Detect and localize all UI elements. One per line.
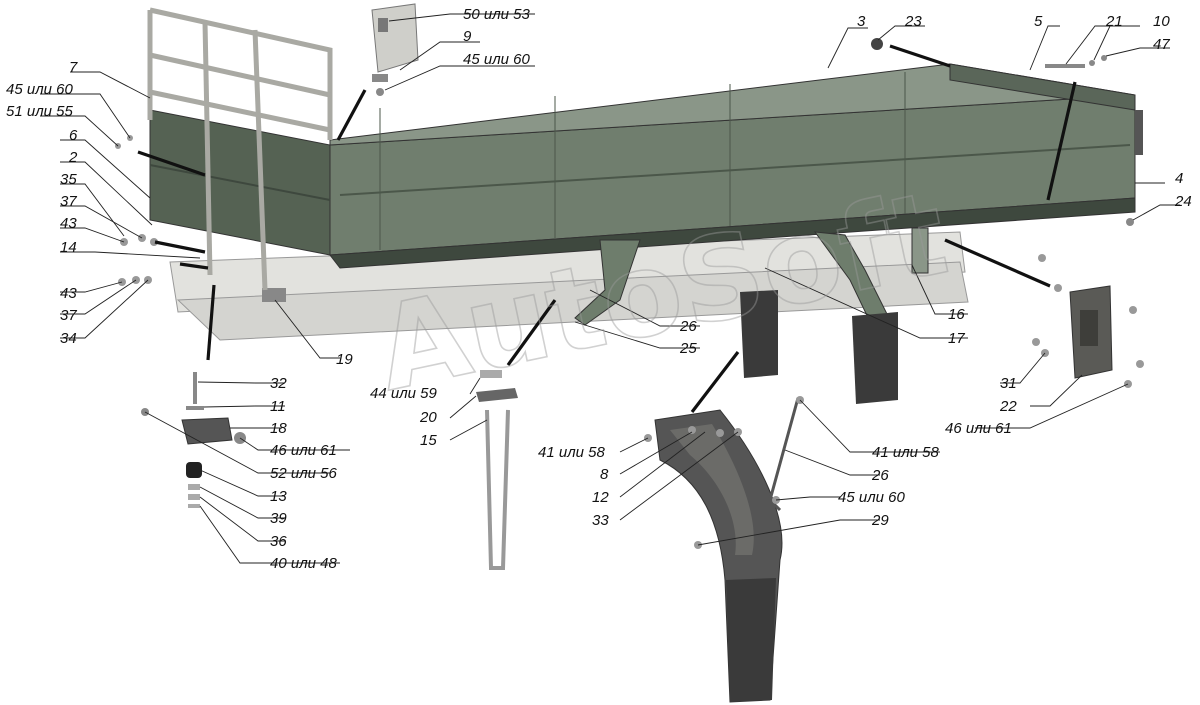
cushion-13 (186, 462, 202, 478)
label-24: 24 (1174, 193, 1192, 210)
label-41-58-left: 41 или 58 (538, 444, 606, 461)
washer-10 (1089, 60, 1095, 66)
label-41-58-right: 41 или 58 (872, 444, 940, 461)
label-3: 3 (857, 13, 866, 30)
label-2: 2 (68, 149, 78, 166)
label-14: 14 (60, 239, 77, 256)
label-4: 4 (1175, 170, 1183, 187)
mudflap-assembly (644, 396, 804, 703)
label-25: 25 (679, 340, 697, 357)
bolt-50-53 (378, 18, 388, 32)
label-7: 7 (69, 59, 78, 76)
washer-36 (188, 494, 200, 500)
stay-26 (768, 397, 800, 512)
label-8: 8 (600, 466, 609, 483)
u-bolt-assembly (476, 370, 518, 570)
nut-45-60 (376, 88, 384, 96)
label-26-right: 26 (871, 467, 889, 484)
label-40-48: 40 или 48 (270, 555, 338, 572)
label-16: 16 (948, 306, 965, 323)
label-26-mid: 26 (679, 318, 697, 335)
bracket-22 (1032, 254, 1144, 388)
bracket-18 (181, 417, 233, 445)
under-body-parts (574, 227, 929, 404)
mudflap-right (852, 312, 898, 404)
bolt-21 (1045, 64, 1085, 68)
washer-11 (186, 406, 204, 410)
nut-47 (1101, 55, 1107, 61)
label-10: 10 (1153, 13, 1170, 30)
side-latch (1135, 110, 1143, 155)
label-46-61-right: 46 или 61 (945, 420, 1012, 437)
label-6: 6 (69, 127, 78, 144)
label-35: 35 (60, 171, 77, 188)
label-37-bot: 37 (60, 307, 77, 324)
label-45-60-left: 45 или 60 (6, 81, 74, 98)
label-29: 29 (871, 512, 889, 529)
label-23: 23 (904, 13, 922, 30)
label-44-59: 44 или 59 (370, 385, 438, 402)
bracket-16 (911, 227, 929, 274)
label-9: 9 (463, 28, 472, 45)
leader-lines (40, 13, 1180, 564)
label-15: 15 (420, 432, 437, 449)
label-12: 12 (592, 489, 609, 506)
label-46-61-left: 46 или 61 (270, 442, 337, 459)
mudflap-bracket-12 (670, 424, 754, 555)
washer-39 (188, 484, 200, 490)
label-43-bot: 43 (60, 285, 77, 302)
label-43-top: 43 (60, 215, 77, 232)
u-bolt-15 (485, 409, 510, 570)
label-37-top: 37 (60, 193, 77, 210)
label-22: 22 (999, 398, 1017, 415)
body-floor-edge (329, 197, 1136, 269)
cargo-body (149, 63, 1143, 269)
callout-labels: 50 или 53 9 45 или 60 3 23 5 21 10 47 7 … (6, 6, 1192, 572)
label-47: 47 (1153, 36, 1170, 53)
label-45-60-top: 45 или 60 (463, 51, 531, 68)
bolt-24 (1126, 218, 1134, 226)
label-45-60-bot: 45 или 60 (838, 489, 906, 506)
label-17: 17 (948, 330, 965, 347)
label-33: 33 (592, 512, 609, 529)
label-20: 20 (419, 409, 437, 426)
label-18: 18 (270, 420, 287, 437)
plug-23 (871, 38, 883, 50)
nut-44-59 (480, 370, 502, 378)
label-32: 32 (270, 375, 287, 392)
frame-bracket-19 (262, 288, 286, 302)
label-52-56: 52 или 56 (270, 465, 338, 482)
label-34: 34 (60, 330, 77, 347)
washer-9 (372, 74, 388, 82)
washer-33 (716, 429, 724, 437)
bolt-32 (193, 372, 197, 404)
label-51-55: 51 или 55 (6, 103, 74, 120)
label-19: 19 (336, 351, 353, 368)
label-50-53: 50 или 53 (463, 6, 531, 23)
nut-40-48 (188, 504, 200, 508)
plate-20 (476, 388, 518, 402)
label-31: 31 (1000, 375, 1017, 392)
label-11: 11 (270, 398, 286, 415)
label-39: 39 (270, 510, 287, 527)
mudflap-small (740, 290, 778, 378)
cab-guard-ladder (147, 7, 333, 291)
top-parts (371, 3, 1134, 226)
label-21: 21 (1105, 13, 1123, 30)
mudflap-flap (726, 578, 776, 702)
label-36: 36 (270, 533, 287, 550)
label-13: 13 (270, 488, 287, 505)
label-5: 5 (1034, 13, 1043, 30)
left-exploded-stack (141, 372, 246, 508)
assembly-arrows (137, 44, 1077, 413)
